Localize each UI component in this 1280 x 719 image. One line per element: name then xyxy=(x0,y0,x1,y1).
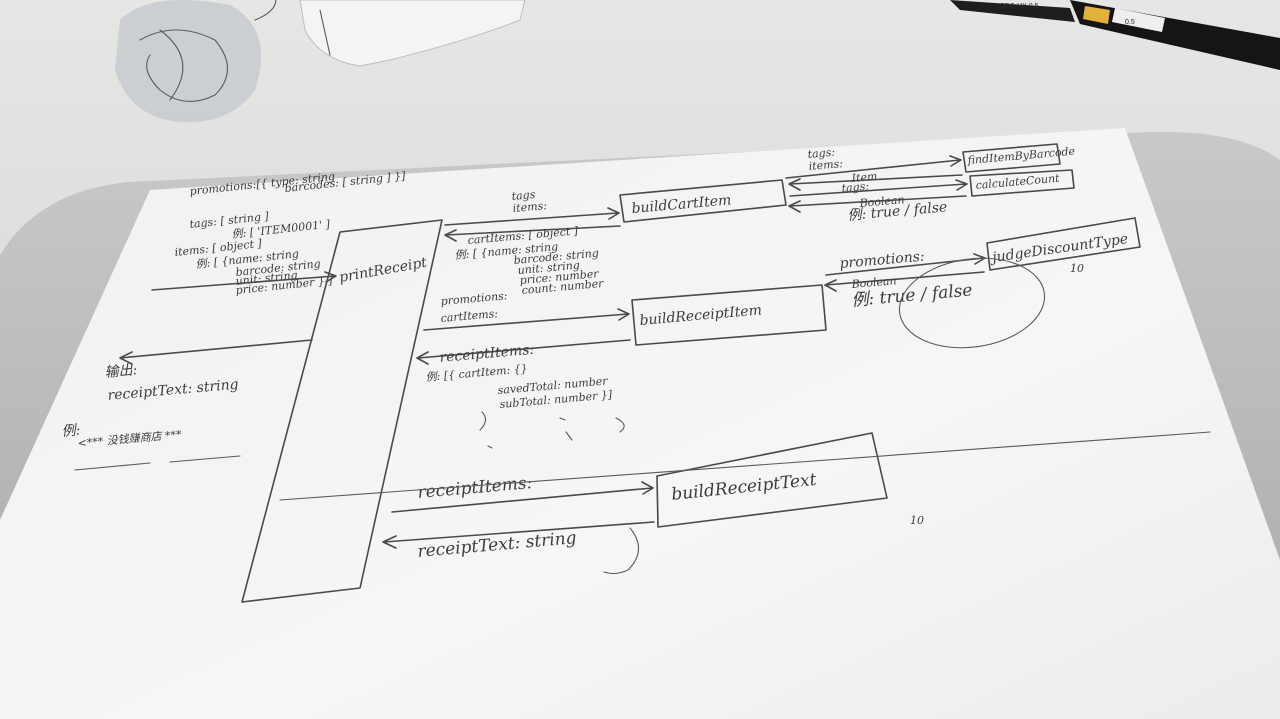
return-flourish xyxy=(603,527,640,575)
example-label: 例: xyxy=(61,422,81,440)
pen-left-label: SRC-HX 0.5 xyxy=(1000,3,1039,10)
tags-items-in: tagsitems: xyxy=(511,187,547,215)
arrow-to-find-item xyxy=(785,155,962,179)
arrow-item-back xyxy=(788,174,963,191)
pen-right-label: 0.5 xyxy=(1125,19,1135,26)
paper-fold xyxy=(279,431,1211,501)
bracket-scribbles xyxy=(479,411,625,449)
pens: SRC-HX 0.5 0.5 xyxy=(950,0,1280,70)
arrow-to-calculate-count xyxy=(789,179,968,197)
paper-sheet xyxy=(0,128,1280,719)
score-bottom: 10 xyxy=(910,514,924,527)
cable-bag xyxy=(115,0,277,123)
score-mid: 10 xyxy=(1070,262,1084,275)
arrow-to-build-receipt-item xyxy=(423,308,630,331)
arrow-receipt-items-back xyxy=(416,339,631,365)
arrow-boolean-back xyxy=(788,195,967,213)
arrow-boolean-mid-back xyxy=(824,271,985,292)
example-dashes xyxy=(74,455,241,471)
circle-annotation xyxy=(898,257,1046,349)
cart-items-in: cartItems: xyxy=(440,307,498,325)
power-adapter xyxy=(299,0,526,67)
arrow-to-build-cart-item xyxy=(444,207,620,226)
tags-items-right: tags:items: xyxy=(807,145,843,173)
arrow-receipt-text-back xyxy=(382,521,655,549)
boolean-top: Boolean xyxy=(858,193,905,210)
arrow-output xyxy=(119,339,313,365)
boolean-mid: Boolean xyxy=(850,274,897,291)
arrow-to-build-receipt-text xyxy=(391,481,654,513)
arrow-cart-items-back xyxy=(444,225,621,242)
arrow-into-print-receipt xyxy=(151,271,337,291)
cart-example3: unit: string xyxy=(517,259,580,277)
promotions-cart: promotions: xyxy=(440,289,508,308)
output-label: 输出: xyxy=(104,362,138,381)
